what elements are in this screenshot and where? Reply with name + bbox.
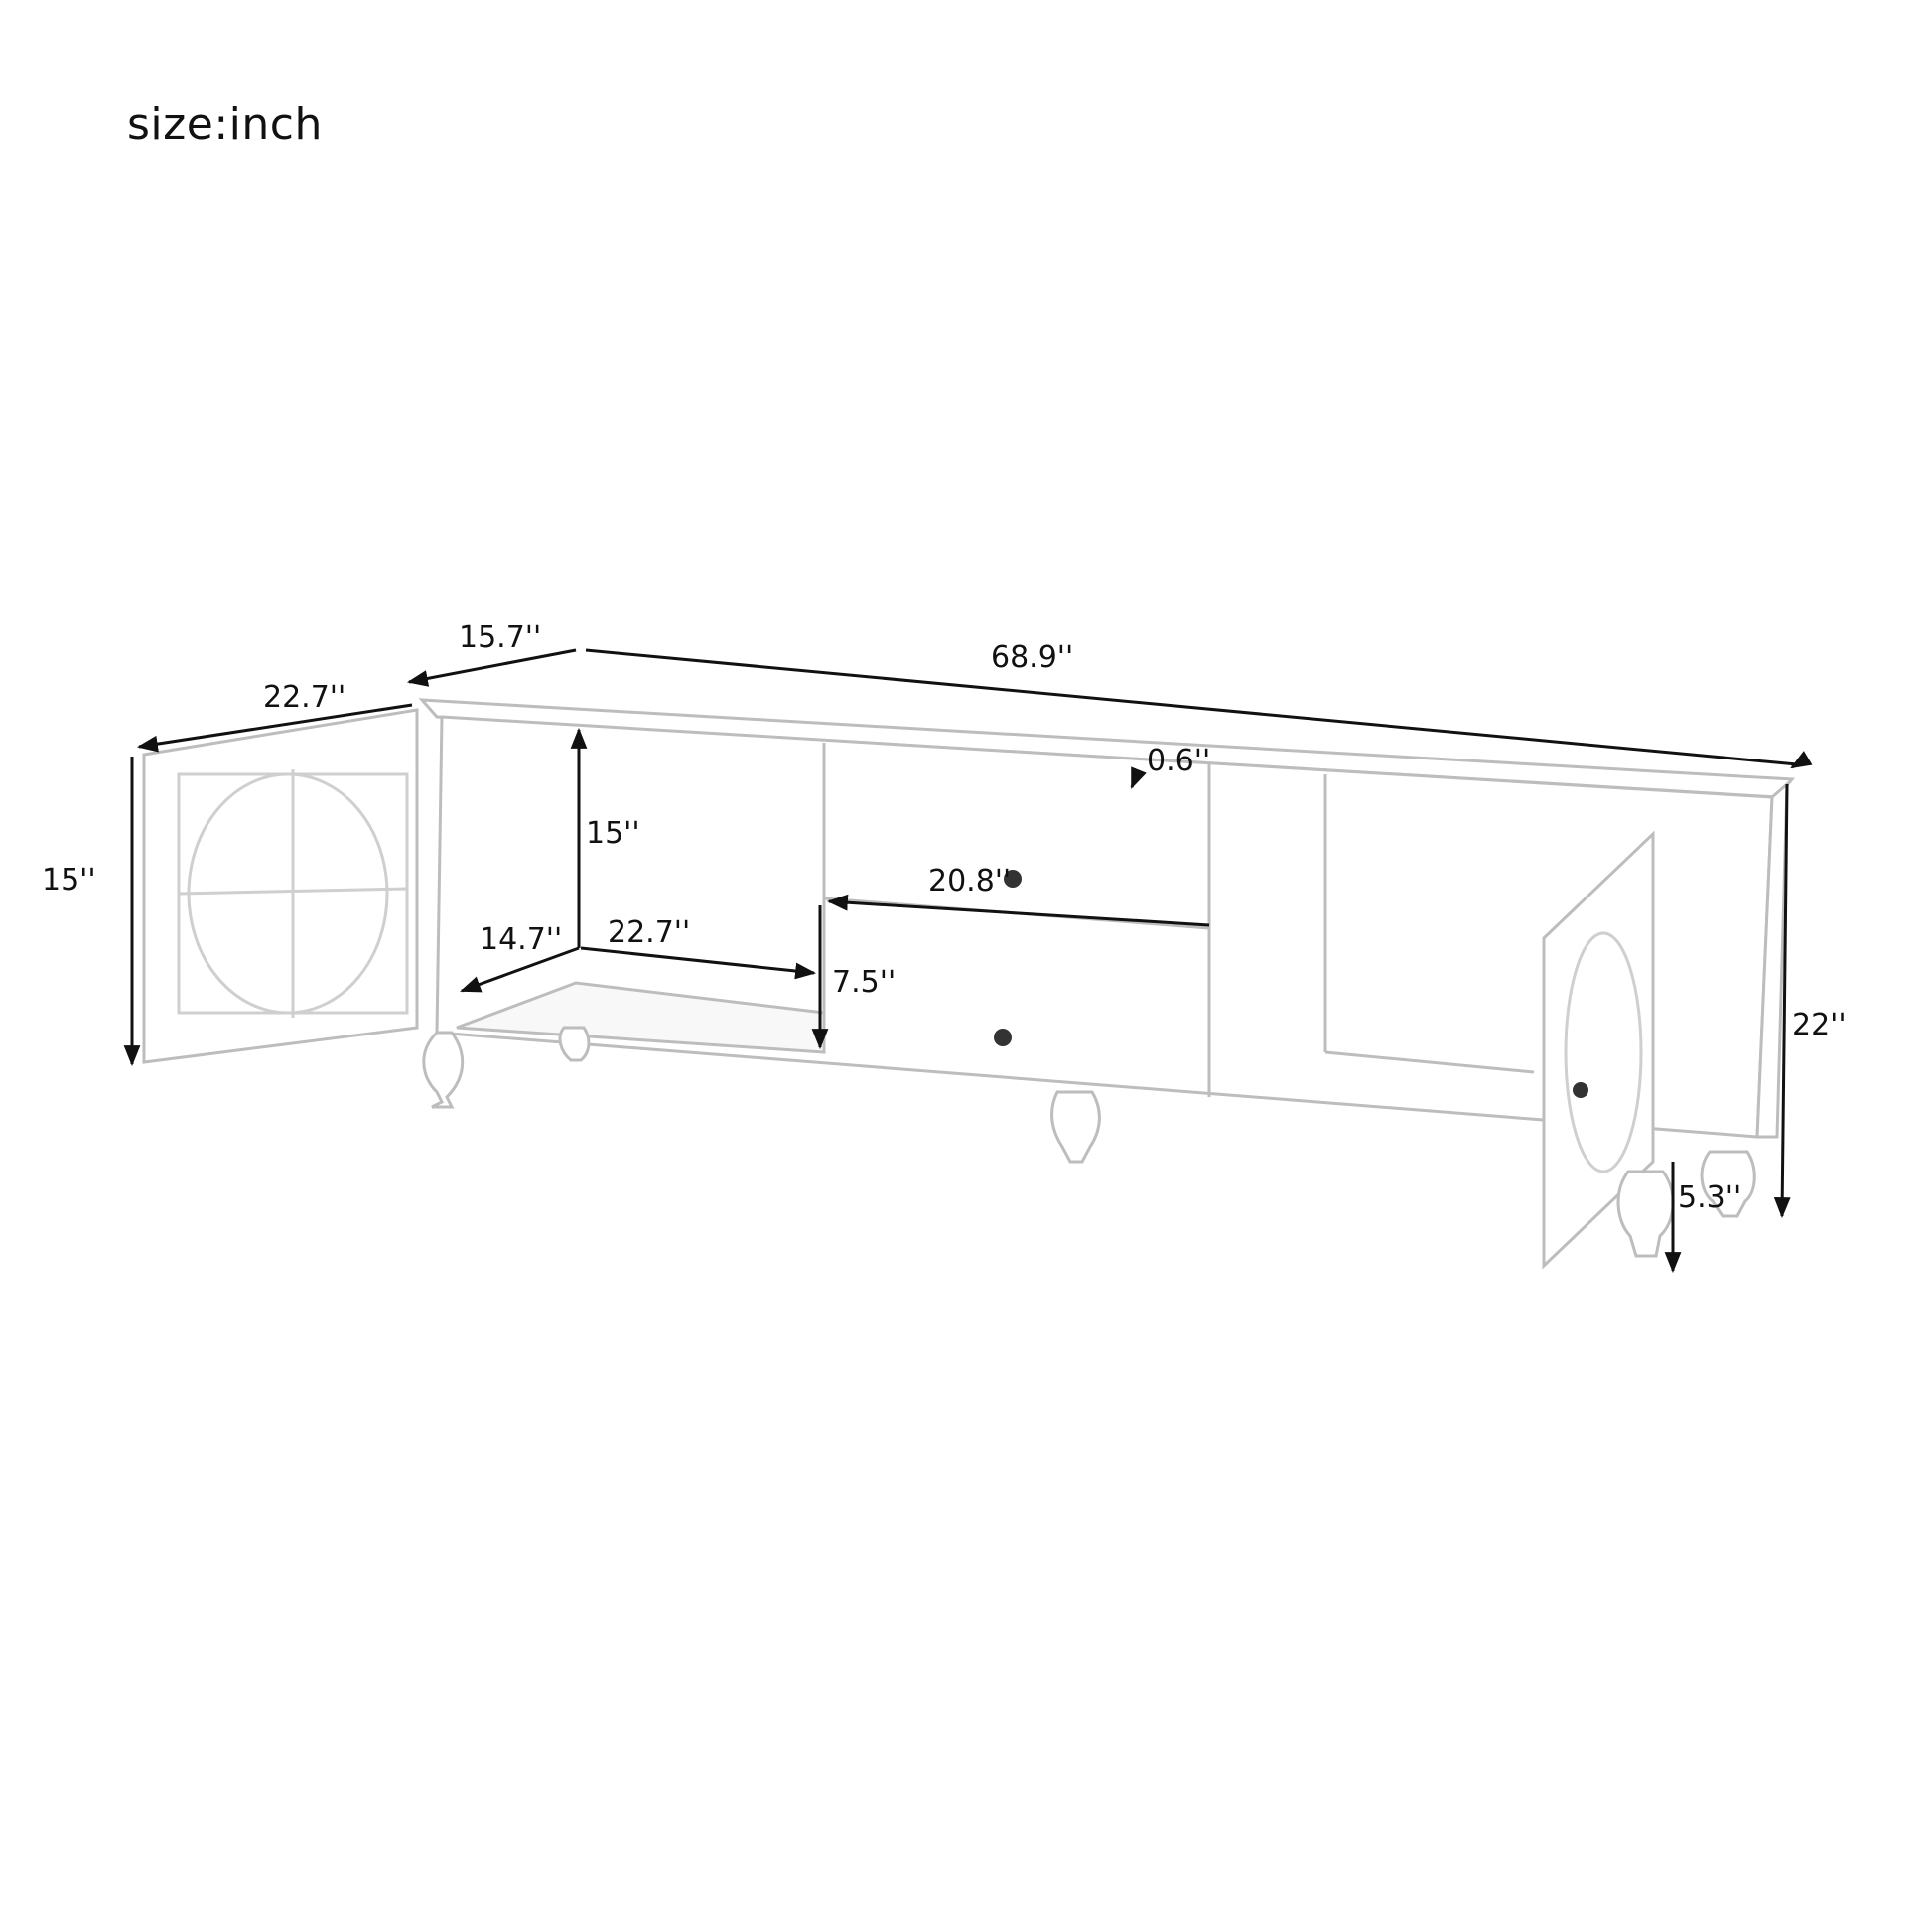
label-interior-depth: 14.7'': [480, 922, 563, 957]
label-depth-top: 15.7'': [459, 621, 542, 655]
label-overall-height: 22'': [1792, 1008, 1847, 1042]
label-door-width: 22.7'': [263, 680, 346, 715]
label-drawer-width: 20.8'': [928, 864, 1012, 898]
legs: [422, 1026, 1756, 1258]
label-interior-width: 22.7'': [608, 915, 691, 950]
label-overall-width: 68.9'': [991, 640, 1074, 675]
label-leg-height: 5.3'': [1678, 1180, 1742, 1215]
dimension-lines: [123, 648, 1813, 1274]
left-door: [142, 708, 419, 1064]
units-title: size:inch: [127, 99, 323, 150]
right-door: [1542, 830, 1655, 1270]
label-drawer-height: 7.5'': [832, 965, 897, 1000]
label-top-thickness: 0.6'': [1147, 744, 1211, 778]
drawer-knobs: [994, 870, 1588, 1098]
label-door-height: 15'': [42, 863, 96, 897]
label-interior-height: 15'': [586, 816, 640, 851]
